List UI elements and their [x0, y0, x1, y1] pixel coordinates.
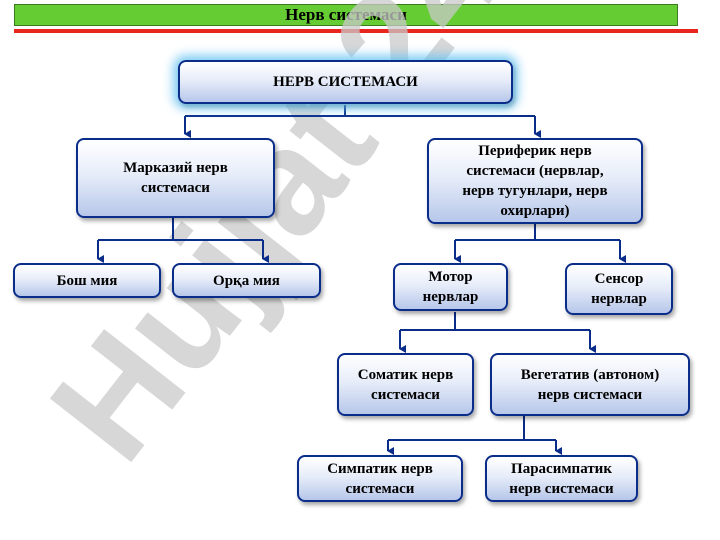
node-sympathetic-nervous-system: Симпатик нерв системаси — [297, 455, 463, 502]
node-parasympathetic-nervous-system: Парасимпатик нерв системаси — [485, 455, 638, 502]
node-brain: Бош мия — [13, 263, 161, 298]
page-title: Нерв системаси — [14, 4, 678, 26]
title-divider — [14, 29, 698, 33]
node-peripheral-nervous-system: Периферик нерв системаси (нервлар, нерв … — [427, 138, 643, 224]
node-somatic-nervous-system: Соматик нерв системаси — [337, 353, 474, 416]
node-nervous-system: НЕРВ СИСТЕМАСИ — [178, 60, 513, 104]
node-motor-nerves: Мотор нервлар — [393, 263, 508, 311]
node-spinal-cord: Орқа мия — [172, 263, 321, 298]
node-sensory-nerves: Сенсор нервлар — [565, 263, 673, 315]
node-central-nervous-system: Марказий нерв системаси — [76, 138, 275, 218]
node-autonomic-nervous-system: Вегетатив (автоном) нерв системаси — [490, 353, 690, 416]
